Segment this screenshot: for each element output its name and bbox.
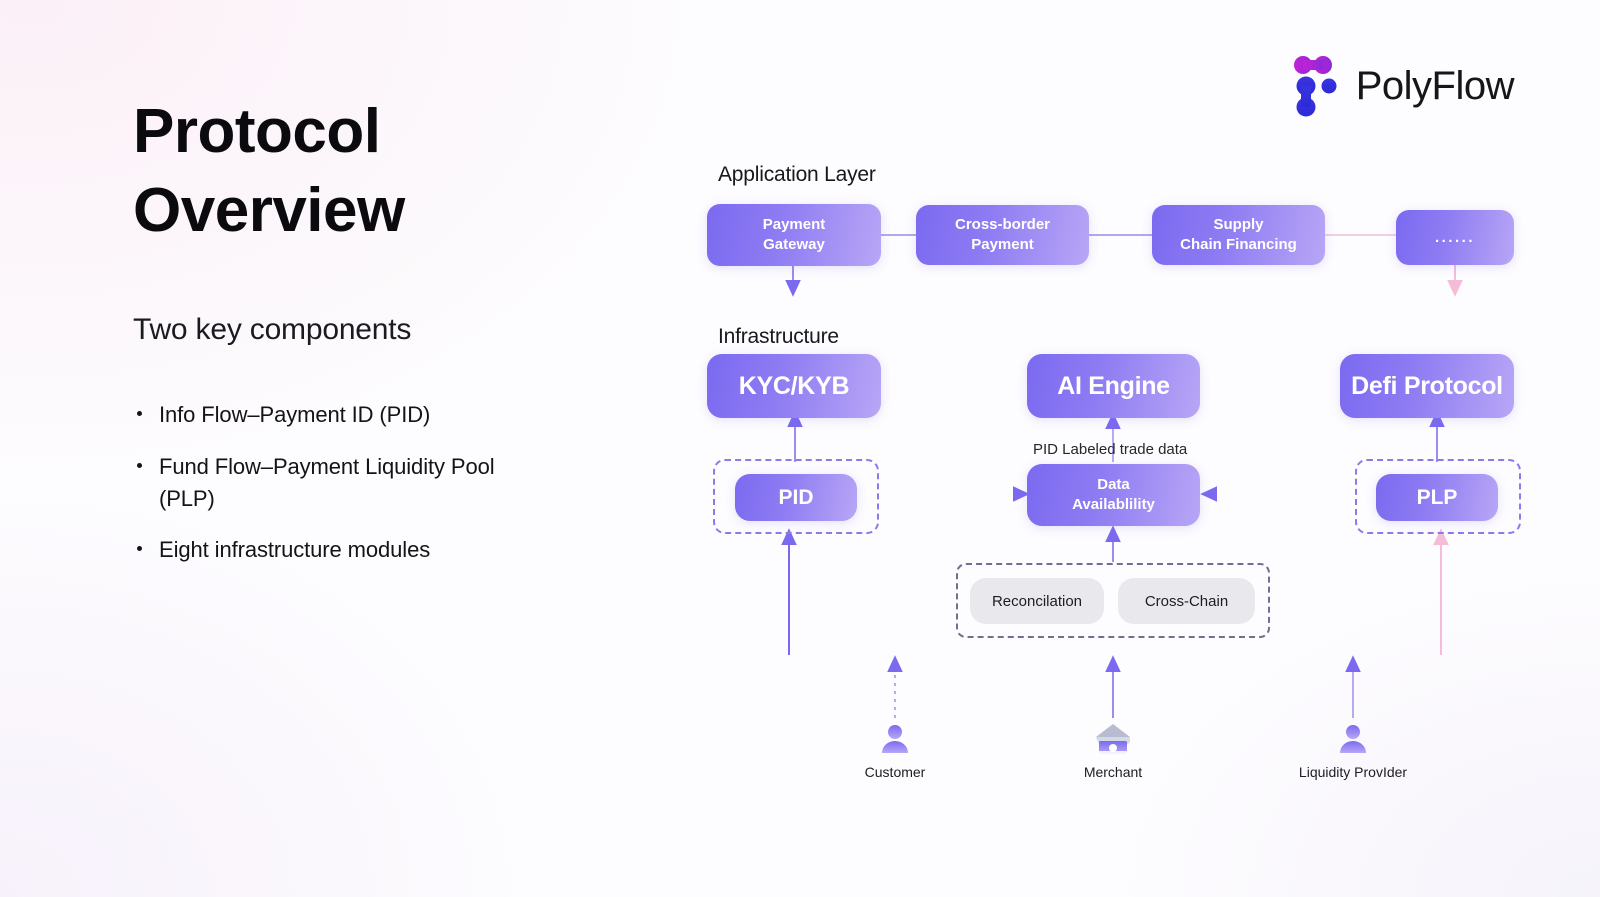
page-title-line-2: Overview bbox=[133, 176, 405, 246]
pid-labeled-trade-data-label: PID Labeled trade data bbox=[1033, 441, 1188, 458]
core-node-data-availability[interactable]: Data Availablility bbox=[1027, 464, 1200, 526]
bullet-dot-icon bbox=[137, 410, 142, 416]
app-node-line-2: Payment bbox=[971, 236, 1034, 253]
app-node-line-1: Cross-border bbox=[954, 216, 1051, 234]
pid-group-container bbox=[713, 459, 879, 534]
app-node-line-2: Gateway bbox=[763, 236, 825, 253]
infra-node-ai-engine[interactable]: AI Engine bbox=[1027, 354, 1200, 418]
person-icon bbox=[1340, 725, 1366, 753]
module-pill-reconcilation[interactable]: Reconcilation bbox=[970, 578, 1104, 624]
core-node-line-1: Data bbox=[1097, 476, 1130, 494]
page-title-line-1: Protocol bbox=[133, 97, 381, 166]
app-node-line-1: Supply bbox=[1213, 216, 1264, 234]
application-layer-label: Application Layer bbox=[718, 163, 876, 186]
brand-name: PolyFlow bbox=[1355, 63, 1515, 108]
actor-label: Liquidity ProvIder bbox=[1298, 764, 1408, 780]
app-node-line-1: Payment bbox=[762, 216, 826, 234]
list-item-label: Eight infrastructure modules bbox=[159, 537, 431, 563]
list-item: Eight infrastructure modules bbox=[133, 534, 513, 566]
actor-merchant: Merchant bbox=[1063, 722, 1163, 780]
storefront-icon bbox=[1096, 724, 1130, 754]
list-item: Info Flow–Payment ID (PID) bbox=[133, 399, 513, 431]
bullet-dot-icon bbox=[137, 546, 142, 552]
infra-node-kyc-kyb[interactable]: KYC/KYB bbox=[707, 354, 881, 418]
app-node-supply-chain-financing[interactable]: Supply Chain Financing bbox=[1152, 205, 1325, 265]
polyflow-logo-icon bbox=[1293, 56, 1337, 117]
app-node-line-2: Chain Financing bbox=[1180, 236, 1297, 253]
actor-liquidity-provider: Liquidity ProvIder bbox=[1299, 722, 1407, 780]
plp-group-container bbox=[1355, 459, 1521, 534]
actor-label: Customer bbox=[864, 764, 926, 780]
key-components-list: Info Flow–Payment ID (PID) Fund Flow–Pay… bbox=[133, 399, 653, 567]
brand-logo: PolyFlow bbox=[1293, 55, 1515, 117]
left-text-panel: Protocol Overview Two key components Inf… bbox=[133, 92, 653, 586]
list-item-label: Info Flow–Payment ID (PID) bbox=[159, 401, 431, 427]
app-node-cross-border-payment[interactable]: Cross-border Payment bbox=[916, 205, 1089, 265]
actor-customer: Customer bbox=[845, 722, 945, 780]
modules-group-container bbox=[956, 563, 1270, 638]
bullet-dot-icon bbox=[137, 462, 142, 468]
infrastructure-label: Infrastructure bbox=[718, 325, 839, 348]
app-node-more[interactable]: ...... bbox=[1396, 210, 1514, 265]
list-item: Fund Flow–Payment Liquidity Pool (PLP) bbox=[133, 451, 513, 515]
infra-node-defi-protocol[interactable]: Defi Protocol bbox=[1340, 354, 1514, 418]
page-title: Protocol Overview bbox=[133, 92, 653, 251]
core-node-pid[interactable]: PID bbox=[735, 474, 857, 521]
person-icon bbox=[882, 725, 908, 753]
actor-label: Merchant bbox=[1083, 764, 1143, 780]
list-item-label: Fund Flow–Payment Liquidity Pool (PLP) bbox=[159, 453, 495, 511]
core-node-line-2: Availablility bbox=[1072, 496, 1155, 513]
module-pill-cross-chain[interactable]: Cross-Chain bbox=[1118, 578, 1255, 624]
core-node-plp[interactable]: PLP bbox=[1376, 474, 1498, 521]
subtitle: Two key components bbox=[133, 312, 412, 346]
app-node-payment-gateway[interactable]: Payment Gateway bbox=[707, 204, 881, 266]
